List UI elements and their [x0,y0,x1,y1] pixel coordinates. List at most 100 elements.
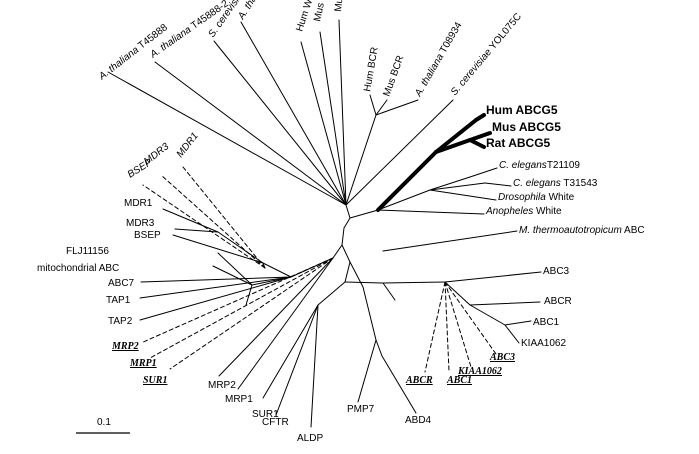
internal-branch [345,114,377,206]
leaf-branch-dros-white [429,189,497,201]
internal-branch [382,282,396,301]
leaf-branch-pmp7 [357,339,377,403]
internal-branch [341,227,345,246]
leaf-label-abcr-i: ABCR [405,375,433,386]
leaf-label-sur1: SUR1 [252,409,279,420]
leaf-branch-sur1-i [169,257,334,370]
leaf-label-abc3-i: ABC3 [489,352,515,363]
leaf-label-mus-bcr: Mus BCR [381,54,406,98]
leaf-branch-abc1 [504,320,532,326]
internal-branch [317,281,346,306]
leaf-branch-mus-white [319,31,347,206]
leaf-branch-at-t04229 [240,21,347,206]
scale-bar-label: 0.1 [97,417,111,428]
leaf-branch-abd4 [381,355,417,414]
leaf-branch-hum-abcg5 [474,113,486,122]
leaf-branch-bsep [172,234,264,264]
leaf-label-mrp2-i: MRP2 [111,341,139,352]
leaf-branch-mrp1-i [149,257,334,359]
leaf-branch-bsep-d [142,184,266,269]
leaf-label-cftr: CFTR [262,417,289,428]
leaf-branch-mtherm-abc [382,230,518,252]
leaf-branch-mrp2-i [140,257,334,344]
leaf-branch-tap2 [139,276,292,321]
leaf-branch-at-t45888 [107,71,347,206]
leaf-branch-abc3 [444,271,542,283]
leaf-branch-mdr1 [162,208,219,233]
leaf-branch-kiaa1062-i [444,281,472,368]
leaf-branch-sur1 [262,304,319,399]
internal-branch [376,150,438,212]
internal-branch [332,244,343,259]
scale-bar: 0.1 [76,417,130,434]
internal-branch [382,281,446,284]
leaf-label-mus-abc8: Mus ABC8 [333,0,349,12]
leaf-label-mrp2: MRP2 [208,380,236,391]
leaf-branch-abcr-i [424,281,446,373]
leaf-label-abc1-i: ABC1 [446,375,472,386]
leaf-branch-mdr3-d [160,174,266,269]
leaf-label-tap1: TAP1 [106,295,131,306]
leaf-label-mdr3-d: MDR3 [142,141,171,167]
internal-branch [344,281,384,284]
internal-branch [375,339,383,357]
leaf-label-sur1-i: SUR1 [143,375,167,386]
internal-branch [434,118,478,154]
leaf-label-rat-abcg5: Rat ABCG5 [486,136,551,150]
leaf-label-abc7: ABC7 [108,278,135,289]
leaf-label-ce-t21109: C. elegansT21109 [499,160,580,171]
leaf-branch-cftr [275,304,319,416]
internal-branch [429,176,471,191]
leaf-label-tap2: TAP2 [108,316,133,327]
leaf-branch-mdr1-d [182,166,266,269]
leaf-label-abc3: ABC3 [543,266,570,277]
leaf-label-kiaa1062-i: KIAA1062 [457,366,502,377]
leaf-branch-hum-bcr [369,94,377,116]
leaf-label-at-t04229: A. thalianaT04229 [236,0,289,22]
leaf-label-kiaa1062: KIAA1062 [521,338,566,349]
leaf-label-bsep: BSEP [134,230,161,241]
leaf-label-mdr3: MDR3 [126,218,155,229]
internal-branch [262,262,292,278]
leaf-branch-abc7 [140,276,292,283]
leaf-branch-anoph-white [377,209,485,215]
leaf-label-mito-abc: mitochondrial ABC [37,263,119,274]
leaf-label-anoph-white: Anopheles White [485,206,562,217]
leaf-branch-at-t08934 [375,99,419,116]
tree-branches [107,19,542,428]
leaf-label-dros-white: Drosophila White [498,192,575,203]
leaf-branch-mus-abc8 [338,19,347,206]
leaf-label-hum-abcg5: Hum ABCG5 [486,103,558,117]
leaf-label-hum-bcr: Hum BCR [362,46,381,92]
leaf-branch-at-t45888-2 [154,61,347,206]
leaf-label-mdr1: MDR1 [124,198,153,209]
leaf-branch-abc1-i [444,281,450,372]
leaf-branch-sc-yol075c [345,99,454,206]
leaf-label-ce-t31543: C. elegans T31543 [513,178,598,189]
leaf-branch-rat-abcg5 [468,138,486,149]
leaf-label-mtherm-abc: M. thermoautotropicum ABC [519,225,645,236]
internal-branch [217,231,264,264]
leaf-branch-mus-bcr [375,99,388,116]
leaf-branch-mito-abc [212,265,253,286]
leaf-label-abcr: ABCR [544,296,572,307]
leaf-branch-tap1 [139,276,292,299]
internal-branch [349,209,379,219]
internal-branch [362,286,377,341]
internal-branch [341,244,351,263]
internal-branch [349,261,364,288]
leaf-label-flj11156: FLJ11156 [66,246,109,257]
leaf-label-pmp7: PMP7 [347,404,375,415]
leaf-branch-flj11156 [217,252,253,286]
leaf-branch-ce-t21109 [469,167,498,178]
leaf-branch-abcr [469,301,541,306]
leaf-branch-abc3-i [444,281,497,355]
leaf-branch-kiaa1062 [504,324,520,344]
leaf-branch-mrp2 [218,257,334,377]
internal-branch [345,204,351,219]
leaf-label-aldp: ALDP [297,433,323,444]
leaf-branch-sc-adp1 [213,40,347,206]
internal-branch [343,217,351,229]
internal-branch [344,261,351,283]
